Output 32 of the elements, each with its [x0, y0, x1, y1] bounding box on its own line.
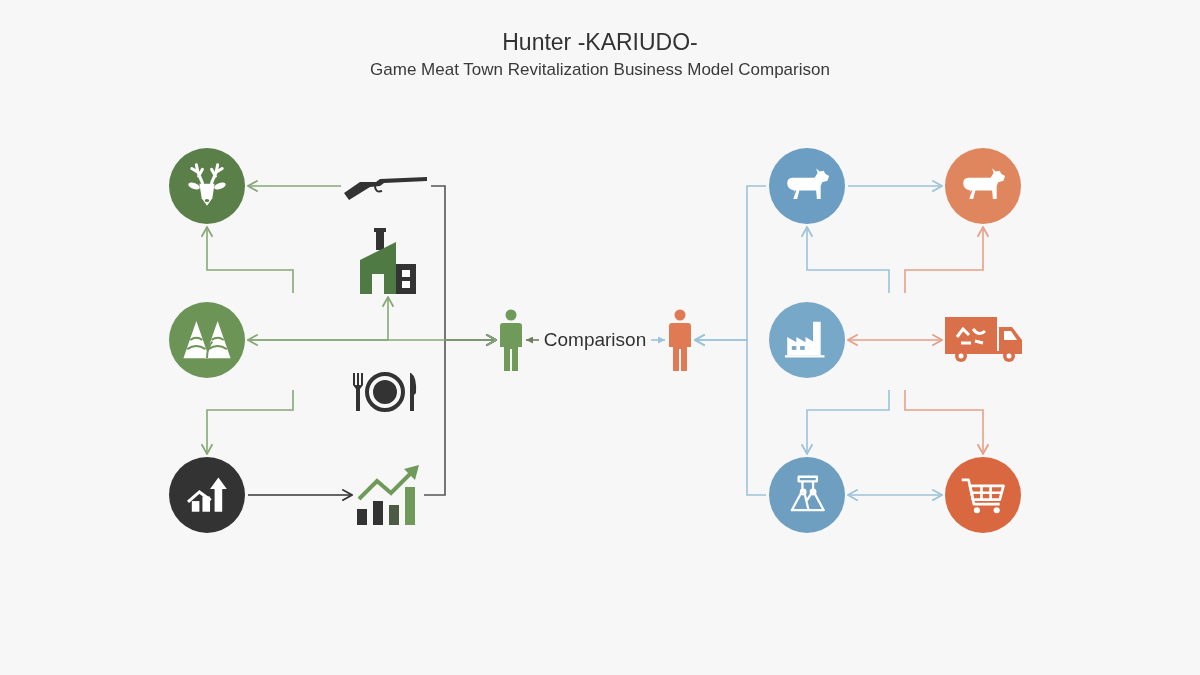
arrow [200, 389, 294, 455]
arrow [904, 389, 990, 455]
title: Hunter -KARIUDO- [502, 28, 698, 56]
arrow [650, 336, 666, 344]
double-arrow [847, 488, 943, 502]
double-arrow [847, 333, 943, 347]
truck-icon [945, 317, 1023, 363]
double-arrow [247, 333, 497, 347]
factory-icon [358, 226, 418, 294]
cow-icon [945, 148, 1021, 224]
trees-icon [169, 302, 245, 378]
person-icon [499, 309, 523, 371]
flasks-icon [769, 457, 845, 533]
node-label: Comparison [542, 328, 648, 352]
arrow [247, 296, 395, 341]
chart-icon [169, 457, 245, 533]
arrow [904, 226, 990, 294]
subtitle: Game Meat Town Revitalization Business Model Comparison [370, 60, 830, 80]
cart-icon [945, 457, 1021, 533]
arrow [247, 488, 353, 502]
person-icon [668, 309, 692, 371]
factory-icon [769, 302, 845, 378]
arrow [847, 179, 943, 193]
deer-icon [169, 148, 245, 224]
cow-icon [769, 148, 845, 224]
arrow [200, 226, 294, 294]
arrow [800, 226, 890, 294]
arrow [800, 389, 890, 455]
growth-chart-icon [355, 463, 421, 527]
arrow [525, 336, 540, 344]
arrow [694, 333, 767, 496]
arrow [247, 179, 342, 193]
